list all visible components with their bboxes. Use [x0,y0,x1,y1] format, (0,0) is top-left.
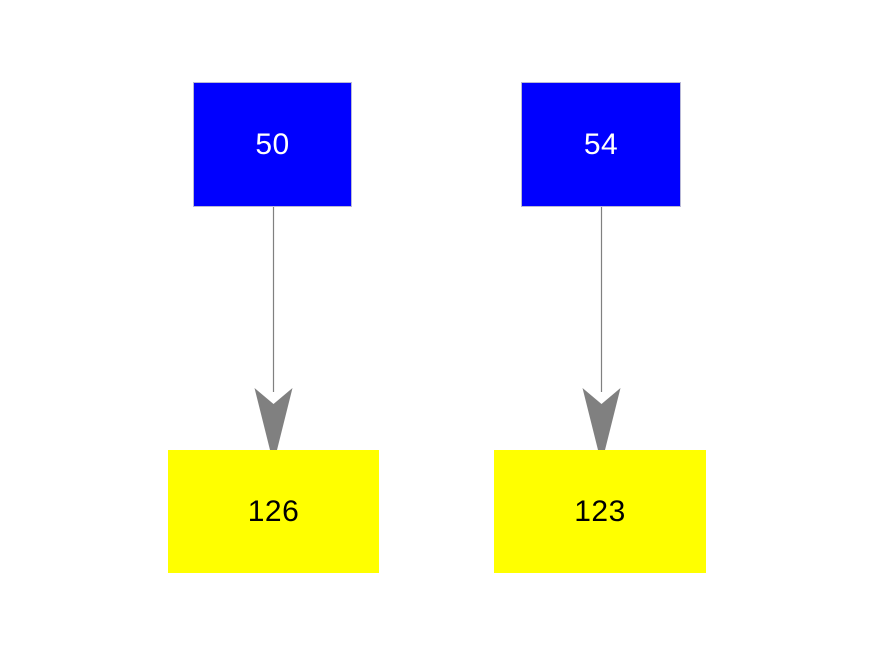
edge-54-to-123[interactable] [582,207,621,450]
edge-50-to-126[interactable] [254,207,293,450]
node-54[interactable]: 54 [521,82,681,207]
node-123[interactable]: 123 [494,450,706,573]
node-label: 123 [574,494,626,528]
node-label: 54 [583,127,619,161]
node-label: 126 [247,494,300,528]
node-126[interactable]: 126 [168,450,379,573]
arrowhead-icon [254,388,293,450]
node-label: 50 [255,127,290,161]
arrowhead-icon [582,388,621,450]
node-50[interactable]: 50 [193,82,352,207]
